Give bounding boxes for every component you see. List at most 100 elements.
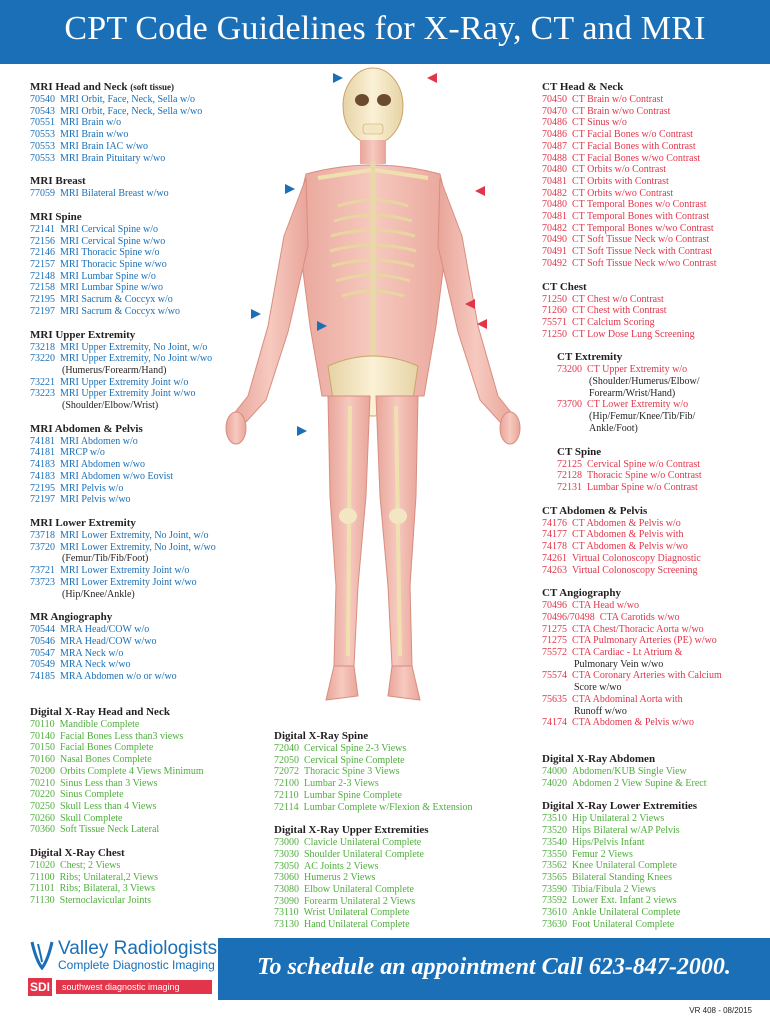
appointment-text: To schedule an appointment Call 623-847-… — [257, 954, 731, 980]
cpt-code: 77059 — [30, 188, 55, 200]
arrow-right-icon — [297, 426, 307, 436]
cpt-description: CT Chest w/o Contrast — [572, 293, 664, 305]
arrow-right-icon — [251, 309, 261, 319]
cpt-code: 73030 — [274, 848, 299, 860]
cpt-description: MRA Neck w/wo — [60, 659, 131, 671]
cpt-description: Thoracic Spine 3 Views — [304, 766, 400, 778]
sdi-name: southwest diagnostic imaging — [56, 980, 212, 994]
section-gap — [542, 789, 762, 799]
cpt-description: CT Abdomen & Pelvis w/wo — [572, 541, 688, 553]
section-heading: CT Angiography — [542, 586, 767, 600]
logo-tagline: Complete Diagnostic Imaging — [58, 958, 215, 972]
cpt-description: MRI Brain Pituitary w/wo — [60, 152, 166, 164]
cpt-code: 72197 — [30, 305, 55, 317]
cpt-code: 70481 — [542, 211, 567, 223]
cpt-description: Abdomen 2 View Supine & Erect — [572, 777, 707, 789]
anatomy-figure — [225, 67, 521, 701]
cpt-code: 70260 — [30, 812, 55, 824]
cpt-code: 70553 — [30, 152, 55, 164]
section-heading: CT Extremity — [557, 350, 767, 364]
cpt-description: CT Facial Bones w/o Contrast — [572, 129, 693, 141]
cpt-code: 74185 — [30, 671, 55, 683]
cpt-description: MRI Abdomen w/wo — [60, 459, 145, 471]
cpt-description: CTA Cardiac - Lt Atrium & — [572, 647, 683, 659]
cpt-description: CT Chest with Contrast — [572, 305, 667, 317]
section-heading-text: CT Head & Neck — [542, 81, 624, 93]
cpt-description: MRI Upper Extremity, No Joint, w/o — [60, 341, 208, 353]
cpt-description: CT Upper Extremity w/o — [587, 364, 688, 376]
cpt-description: CTA Abdominal Aorta with — [572, 693, 683, 705]
cpt-description: MRA Head/COW w/o — [60, 624, 150, 636]
section-heading: Digital X-Ray Lower Extremities — [542, 799, 762, 813]
section-heading-text: MRI Spine — [30, 210, 82, 223]
section-heading: MRI Breast — [30, 174, 270, 188]
cpt-description: CTA Coronary Arteries with Calcium — [572, 670, 722, 682]
cpt-description-continued: Runoff w/wo — [574, 705, 627, 717]
cpt-description-continued: Ankle/Foot) — [589, 422, 638, 434]
cpt-code: 72114 — [274, 801, 299, 813]
cpt-code: 73562 — [542, 860, 567, 872]
section-gap — [542, 576, 767, 586]
cpt-description: MRI Lower Extremity Joint w/wo — [60, 576, 197, 588]
cpt-description: MRI Orbit, Face, Neck, Sella w/o — [60, 94, 195, 105]
cpt-code: 73592 — [542, 895, 567, 907]
section-heading-text: Digital X-Ray Abdomen — [542, 753, 656, 765]
cpt-code: 70250 — [30, 800, 55, 812]
section-gap — [542, 340, 767, 350]
cpt-description: Hip Unilateral 2 Views — [572, 813, 665, 825]
cpt-code: 73218 — [30, 341, 55, 353]
cpt-code: 72141 — [30, 223, 55, 235]
cpt-description-continued: (Shoulder/Humerus/Elbow/ — [589, 376, 700, 388]
section-heading-text: Digital X-Ray Spine — [274, 730, 369, 742]
cpt-code: 73090 — [274, 895, 299, 907]
cpt-description-continued: (Humerus/Forearm/Hand) — [62, 364, 167, 376]
cpt-description: MRI Pelvis w/wo — [60, 494, 131, 506]
cpt-code: 70490 — [542, 234, 567, 246]
cpt-description: Nasal Bones Complete — [60, 754, 152, 766]
cpt-code: 73130 — [274, 919, 299, 931]
cpt-code: 73200 — [557, 364, 582, 376]
cpt-description: MRI Lower Extremity Joint w/o — [60, 565, 190, 577]
cpt-description: Tibia/Fibula 2 Views — [572, 883, 656, 895]
cpt-code: 74020 — [542, 777, 567, 789]
cpt-code: 72131 — [557, 481, 582, 493]
cpt-code: 72040 — [274, 743, 299, 754]
cpt-description: Wrist Unilateral Complete — [303, 907, 410, 919]
cpt-description-continued: (Hip/Knee/Ankle) — [62, 588, 135, 600]
section-heading: MRI Head and Neck (soft tissue) — [30, 80, 270, 94]
section-heading-text: Digital X-Ray Head and Neck — [30, 706, 170, 718]
cpt-description: MRI Thoracic Spine w/o — [60, 247, 160, 259]
cpt-description: CT Orbits w/wo Contrast — [572, 187, 674, 199]
cpt-description: Facial Bones Complete — [60, 742, 154, 754]
